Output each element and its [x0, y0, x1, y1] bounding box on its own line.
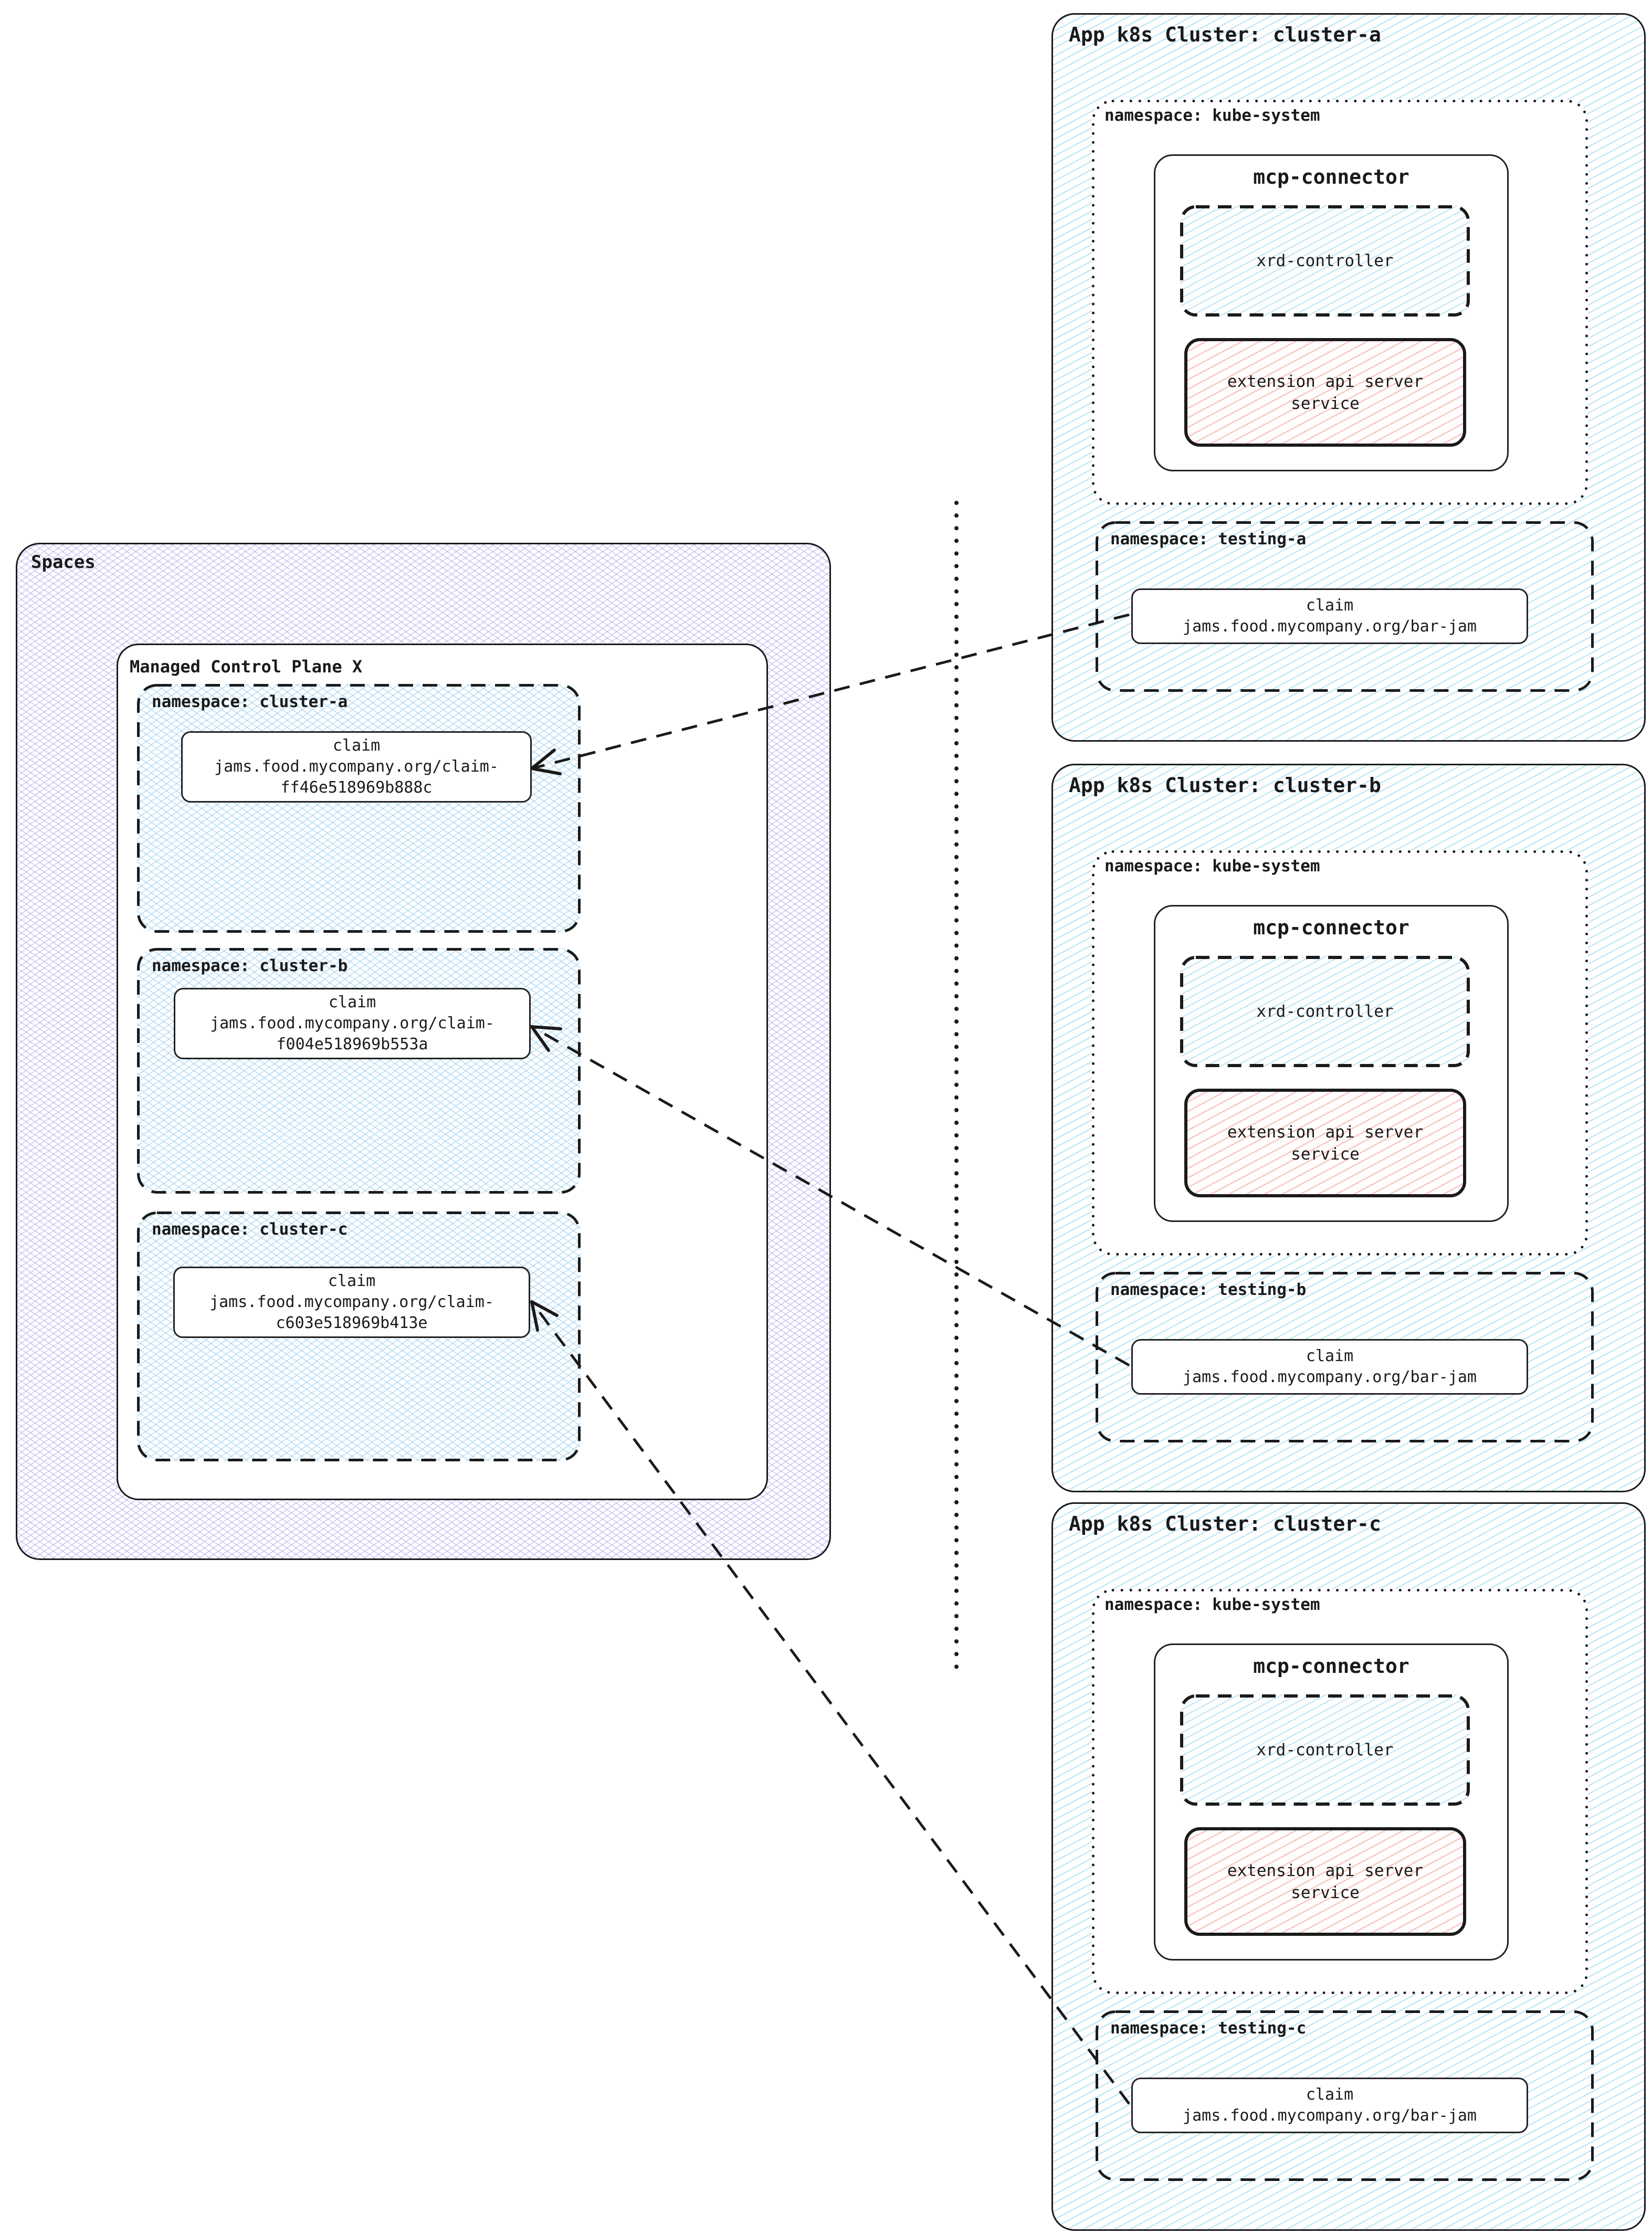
- claim-cluster-a: claim jams.food.mycompany.org/claim- ff4…: [181, 731, 532, 803]
- testing-label: namespace: testing-a: [1110, 530, 1307, 549]
- ext-api-line1: extension api server: [1227, 1122, 1424, 1142]
- cluster-c-group: App k8s Cluster: cluster-c namespace: ku…: [1051, 1502, 1646, 2231]
- namespace-cluster-a: namespace: cluster-a claim jams.food.myc…: [137, 684, 581, 933]
- cluster-b-ns-kube-system: namespace: kube-system mcp-connector xrd…: [1092, 850, 1588, 1256]
- cluster-a-ns-testing: namespace: testing-a claim jams.food.myc…: [1096, 521, 1594, 692]
- claim-url: jams.food.mycompany.org/bar-jam: [1183, 1368, 1477, 1386]
- cluster-a-extension-api-server-service: extension api server service: [1184, 338, 1466, 447]
- kube-system-label: namespace: kube-system: [1104, 857, 1320, 876]
- namespace-cluster-c-label: namespace: cluster-c: [152, 1220, 348, 1239]
- kube-system-label: namespace: kube-system: [1104, 1595, 1320, 1614]
- ext-api-line2: service: [1291, 1883, 1360, 1902]
- testing-label: namespace: testing-c: [1110, 2019, 1307, 2038]
- claim-line2: f004e518969b553a: [276, 1035, 428, 1053]
- ext-api-line2: service: [1291, 1144, 1360, 1164]
- cluster-a-title: App k8s Cluster: cluster-a: [1069, 23, 1381, 46]
- cluster-b-xrd-controller: xrd-controller: [1180, 956, 1470, 1067]
- namespace-cluster-b: namespace: cluster-b claim jams.food.myc…: [137, 948, 581, 1194]
- cluster-b-title: App k8s Cluster: cluster-b: [1069, 774, 1381, 797]
- claim-title: claim: [1306, 1347, 1354, 1365]
- namespace-cluster-b-label: namespace: cluster-b: [152, 956, 348, 975]
- cluster-b-ns-testing: namespace: testing-b claim jams.food.myc…: [1096, 1272, 1594, 1442]
- claim-title: claim: [1306, 2085, 1354, 2104]
- mcp-connector-label: mcp-connector: [1253, 1655, 1409, 1678]
- cluster-b-mcp-connector: mcp-connector xrd-controller extension a…: [1154, 905, 1509, 1222]
- mcp-connector-label: mcp-connector: [1253, 165, 1409, 188]
- claim-line2: c603e518969b413e: [276, 1314, 428, 1332]
- testing-label: namespace: testing-b: [1110, 1280, 1307, 1299]
- cluster-a-mcp-connector: mcp-connector xrd-controller extension a…: [1154, 154, 1509, 471]
- cluster-b-extension-api-server-service: extension api server service: [1184, 1089, 1466, 1197]
- claim-url: jams.food.mycompany.org/bar-jam: [1183, 617, 1477, 636]
- cluster-b-claim-bar-jam: claim jams.food.mycompany.org/bar-jam: [1131, 1339, 1528, 1395]
- cluster-c-mcp-connector: mcp-connector xrd-controller extension a…: [1154, 1643, 1509, 1961]
- namespace-cluster-c: namespace: cluster-c claim jams.food.myc…: [137, 1211, 581, 1461]
- claim-title: claim: [328, 1272, 376, 1290]
- ext-api-line2: service: [1291, 394, 1360, 413]
- claim-title: claim: [328, 993, 376, 1011]
- claim-url: jams.food.mycompany.org/bar-jam: [1183, 2106, 1477, 2125]
- claim-line1: jams.food.mycompany.org/claim-: [209, 1293, 494, 1311]
- cluster-c-xrd-controller: xrd-controller: [1180, 1694, 1470, 1806]
- xrd-controller-label: xrd-controller: [1256, 1002, 1394, 1021]
- cluster-c-ns-kube-system: namespace: kube-system mcp-connector xrd…: [1092, 1589, 1588, 1994]
- cluster-b-group: App k8s Cluster: cluster-b namespace: ku…: [1051, 764, 1646, 1492]
- xrd-controller-label: xrd-controller: [1256, 251, 1394, 270]
- claim-line1: jams.food.mycompany.org/claim-: [210, 1014, 494, 1032]
- cluster-a-claim-bar-jam: claim jams.food.mycompany.org/bar-jam: [1131, 588, 1528, 644]
- cluster-a-ns-kube-system: namespace: kube-system mcp-connector xrd…: [1092, 100, 1588, 505]
- xrd-controller-label: xrd-controller: [1256, 1741, 1394, 1759]
- ext-api-line1: extension api server: [1227, 1861, 1424, 1880]
- cluster-a-group: App k8s Cluster: cluster-a namespace: ku…: [1051, 13, 1646, 742]
- claim-cluster-c: claim jams.food.mycompany.org/claim- c60…: [173, 1267, 530, 1338]
- cluster-c-title: App k8s Cluster: cluster-c: [1069, 1512, 1381, 1535]
- spaces-label: Spaces: [31, 552, 96, 573]
- kube-system-label: namespace: kube-system: [1104, 106, 1320, 125]
- cluster-c-extension-api-server-service: extension api server service: [1184, 1827, 1466, 1936]
- cluster-c-claim-bar-jam: claim jams.food.mycompany.org/bar-jam: [1131, 2078, 1528, 2133]
- claim-cluster-b: claim jams.food.mycompany.org/claim- f00…: [174, 988, 531, 1059]
- claim-title: claim: [332, 736, 381, 755]
- ext-api-line1: extension api server: [1227, 372, 1424, 391]
- cluster-c-ns-testing: namespace: testing-c claim jams.food.myc…: [1096, 2010, 1594, 2181]
- namespace-cluster-a-label: namespace: cluster-a: [152, 692, 348, 711]
- claim-line1: jams.food.mycompany.org/claim-: [214, 757, 499, 776]
- claim-title: claim: [1306, 596, 1354, 615]
- managed-control-plane-label: Managed Control Plane X: [130, 657, 363, 677]
- mcp-connector-label: mcp-connector: [1253, 916, 1409, 939]
- claim-line2: ff46e518969b888c: [280, 778, 433, 797]
- cluster-a-xrd-controller: xrd-controller: [1180, 205, 1470, 317]
